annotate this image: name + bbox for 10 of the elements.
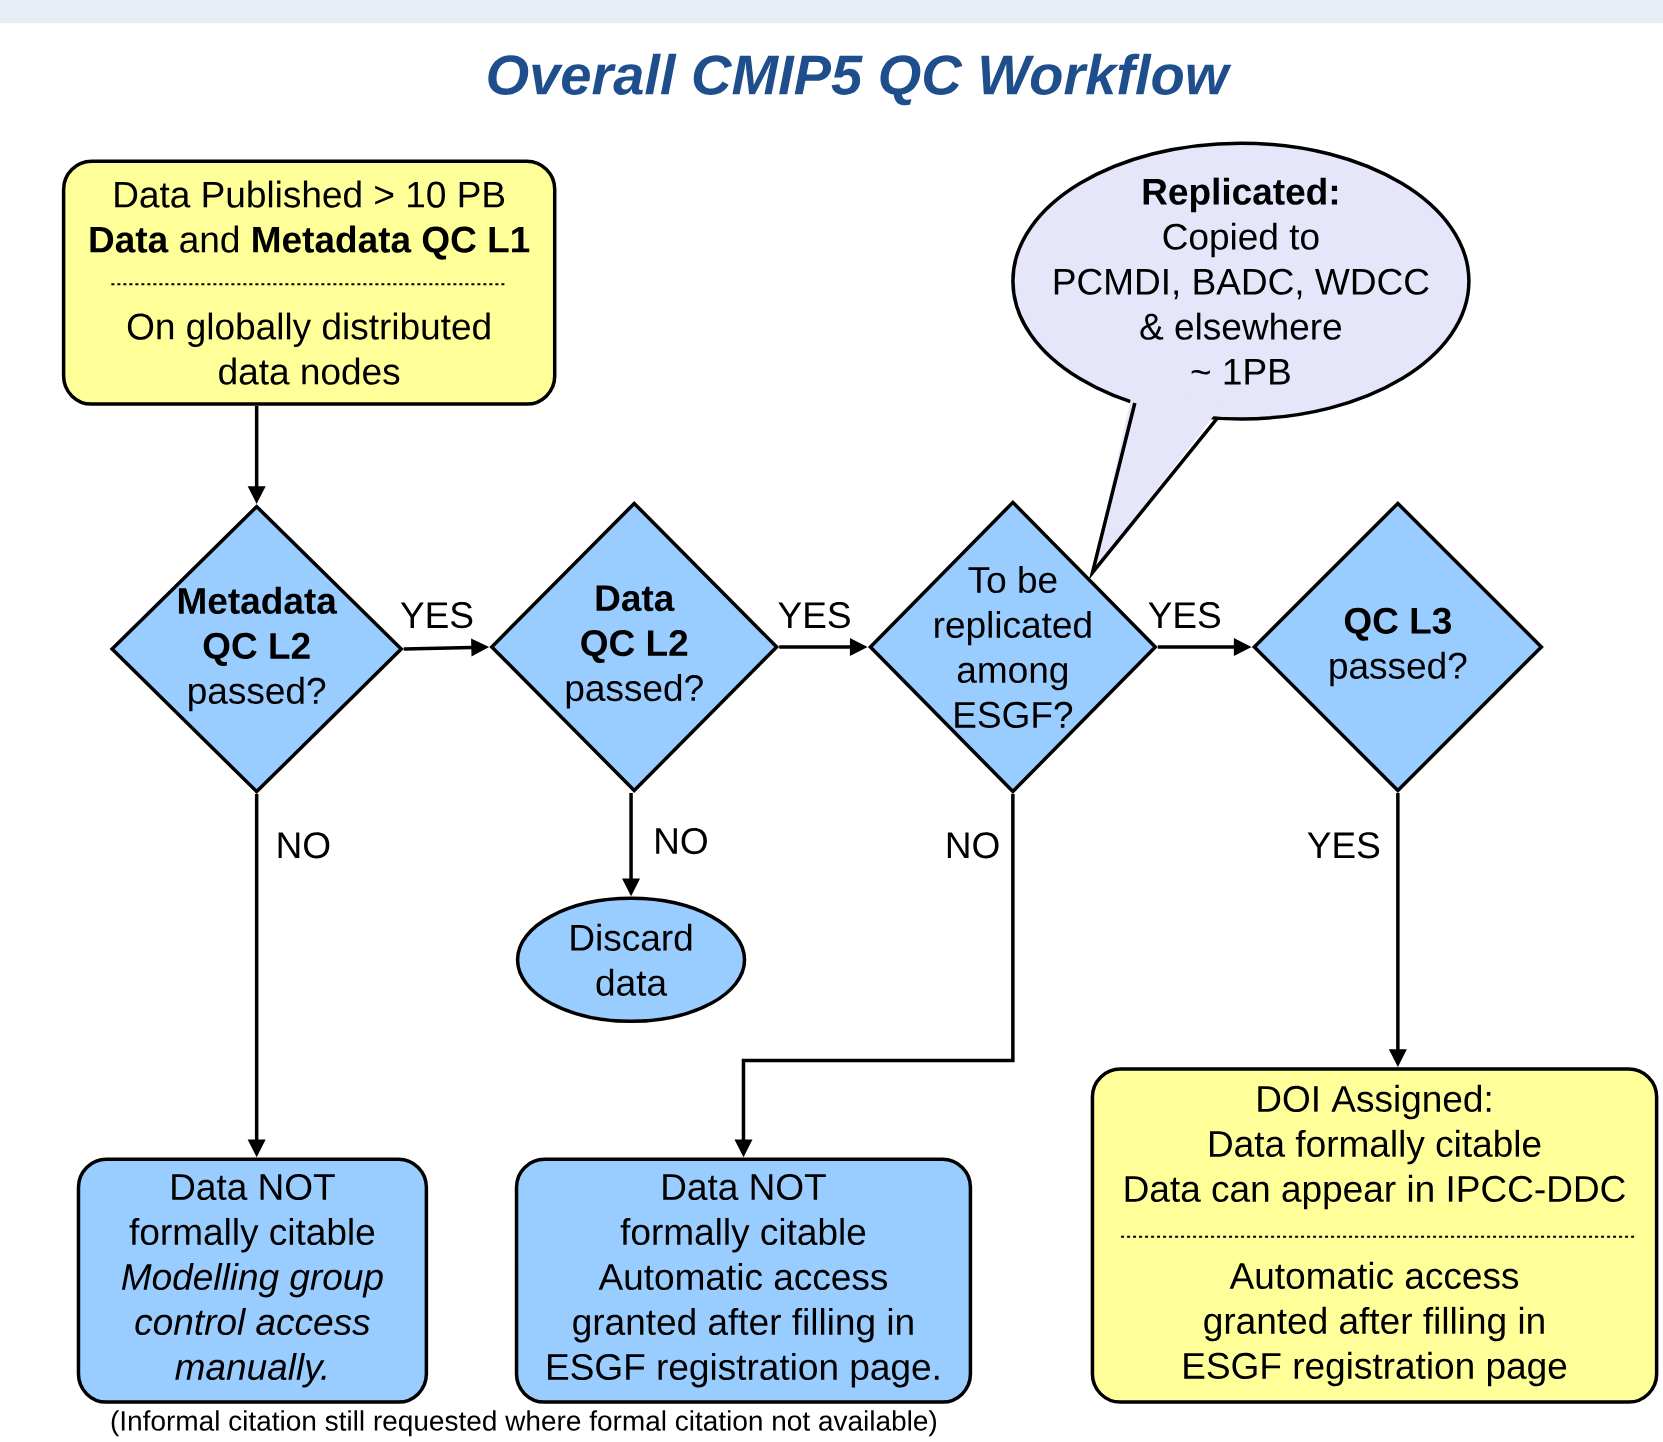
process-box: Data Published > 10 PB Data and Metadata QC L1 On globally distributed data nodes: [61, 159, 557, 406]
outcome-box: Data NOT formally citable Modelling group control access manually.: [76, 1157, 429, 1404]
edge-label: NO: [651, 825, 711, 857]
edge-label: YES: [1304, 830, 1383, 861]
title: Overall CMIP5 QC Workflow: [488, 53, 1232, 106]
outcome-box: DOI Assigned: Data formally citable Data can appear in IPCC-DDC Automatic access granted after filling in ESGF registration page: [1090, 1067, 1659, 1404]
edge-label: NO: [942, 830, 1003, 861]
footnote: (Informal citation still requested where formal citation not available): [111, 1410, 936, 1437]
edge-label: NO: [273, 830, 334, 861]
outcome-box: Data NOT formally citable Automatic access granted after filling in ESGF registration page.: [514, 1157, 973, 1404]
